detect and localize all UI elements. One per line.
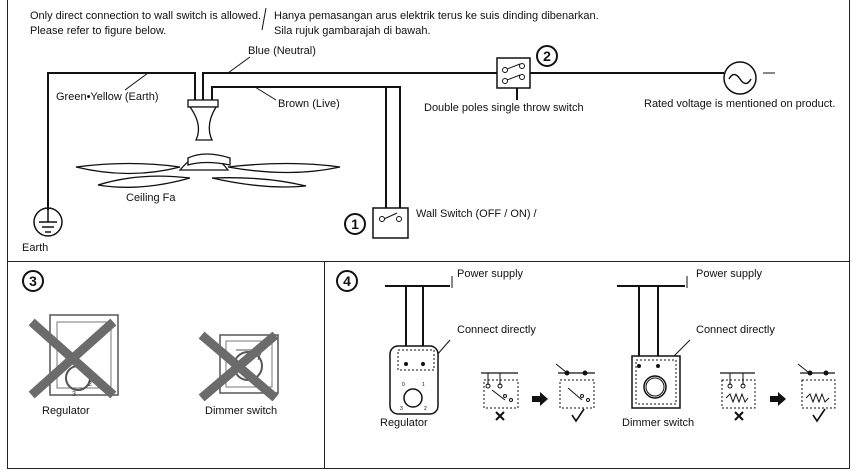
note-my-line2: Sila rujuk gambarajah di bawah.: [274, 25, 431, 37]
marker-4: 4: [336, 270, 358, 292]
svg-text:2: 2: [424, 406, 427, 412]
dimmer-device: [631, 355, 681, 409]
note-my-line1: Hanya pemasangan arus elektrik terus ke …: [274, 10, 599, 22]
wall-switch-icon: [372, 207, 409, 239]
regulator-schematic-right: [555, 363, 595, 409]
label-power-supply-1: Power supply: [457, 268, 524, 280]
label-double-pole: Double poles single throw switch: [424, 102, 584, 114]
cross-icon: [495, 411, 505, 421]
label-connect-directly-1: Connect directly: [457, 324, 536, 336]
dimmer-schematic-right: [797, 363, 836, 409]
label-wall-switch: Wall Switch (OFF / ON) /: [416, 208, 537, 220]
marker-3: 3: [22, 270, 44, 292]
dimmer-schematic-wrong: [720, 372, 756, 409]
cross-icon: [198, 331, 279, 402]
svg-text:1: 1: [422, 382, 425, 388]
cross-icon: [734, 411, 744, 421]
arrow-right-icon: [532, 392, 548, 406]
label-regulator-crossed: Regulator: [42, 405, 90, 417]
note-en-line1: Only direct connection to wall switch is…: [30, 10, 262, 22]
label-dimmer-crossed: Dimmer switch: [205, 405, 278, 417]
regulator-device: 0 1 3 2: [389, 345, 439, 415]
label-connect-directly-2: Connect directly: [696, 324, 775, 336]
svg-text:2: 2: [88, 381, 92, 388]
marker-2: 2: [536, 45, 558, 67]
label-earth: Earth: [22, 242, 49, 254]
label-brown-live: Brown (Live): [278, 98, 340, 110]
svg-text:0: 0: [402, 382, 405, 388]
marker-1: 1: [344, 213, 366, 235]
svg-text:3: 3: [400, 406, 403, 412]
label-power-supply-2: Power supply: [696, 268, 763, 280]
label-dimmer-switch: Dimmer switch: [622, 417, 695, 429]
check-icon: [571, 408, 585, 423]
label-regulator: Regulator: [380, 417, 428, 429]
panel-4: [324, 261, 850, 469]
regulator-schematic-wrong: [481, 372, 519, 409]
arrow-right-icon: [770, 392, 786, 406]
check-icon: [812, 408, 826, 423]
label-blue-neutral: Blue (Neutral): [248, 45, 316, 57]
double-pole-switch-icon: [496, 57, 531, 89]
earth-icon: [33, 207, 63, 237]
cross-icon: [28, 318, 117, 399]
note-en-line2: Please refer to figure below.: [30, 25, 167, 37]
ac-source-icon: [723, 61, 757, 95]
label-green-yellow-earth: Green•Yellow (Earth): [56, 91, 159, 103]
label-rated-voltage: Rated voltage is mentioned on product.: [644, 98, 836, 110]
label-ceiling-fan: Ceiling Fa: [126, 192, 176, 204]
ceiling-fan-icon: [75, 99, 341, 188]
svg-text:3: 3: [72, 391, 76, 398]
